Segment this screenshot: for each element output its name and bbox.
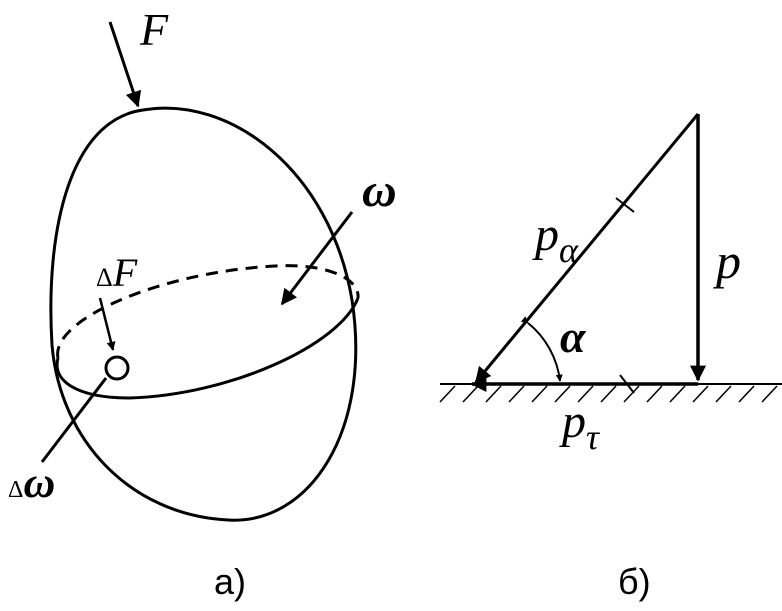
section-front — [55, 297, 360, 400]
delta-force-label: ΔF — [96, 250, 138, 295]
delta-omega-line — [40, 377, 108, 463]
angle-arc — [520, 316, 563, 382]
delta-omega-label: Δω — [8, 458, 55, 507]
delta-prefix: Δ — [96, 263, 113, 292]
p-tau-base: p — [559, 395, 586, 448]
p-tau-sub: τ — [586, 417, 600, 457]
caption-a: а) — [214, 561, 246, 602]
p-alpha-label: pα — [532, 208, 579, 270]
ground-hatching — [439, 385, 778, 403]
p-tau-label: pτ — [559, 395, 600, 457]
omega-arrow — [280, 211, 354, 306]
figure-b: p pα pτ α б) — [439, 113, 782, 602]
area-element — [104, 355, 130, 381]
p-alpha-vector — [474, 113, 700, 384]
figure-a: F ω ΔF Δω а) — [8, 4, 397, 602]
delta-force-arrow — [98, 297, 116, 351]
section-back-dashed — [56, 264, 360, 359]
force-f-arrow — [108, 21, 142, 108]
body-outline — [49, 106, 358, 522]
p-alpha-tick — [615, 197, 635, 213]
angle-label: α — [560, 311, 587, 362]
p-label: p — [713, 233, 741, 289]
delta-omega-symbol: ω — [23, 458, 55, 507]
p-tau-tick — [619, 374, 635, 394]
p-alpha-base: p — [532, 208, 559, 261]
delta-force-symbol: F — [112, 250, 138, 295]
omega-label: ω — [362, 164, 397, 217]
p-alpha-sub: α — [559, 230, 579, 270]
caption-b: б) — [618, 561, 651, 602]
delta-omega-prefix: Δ — [8, 477, 23, 503]
force-f-label: F — [139, 4, 169, 55]
